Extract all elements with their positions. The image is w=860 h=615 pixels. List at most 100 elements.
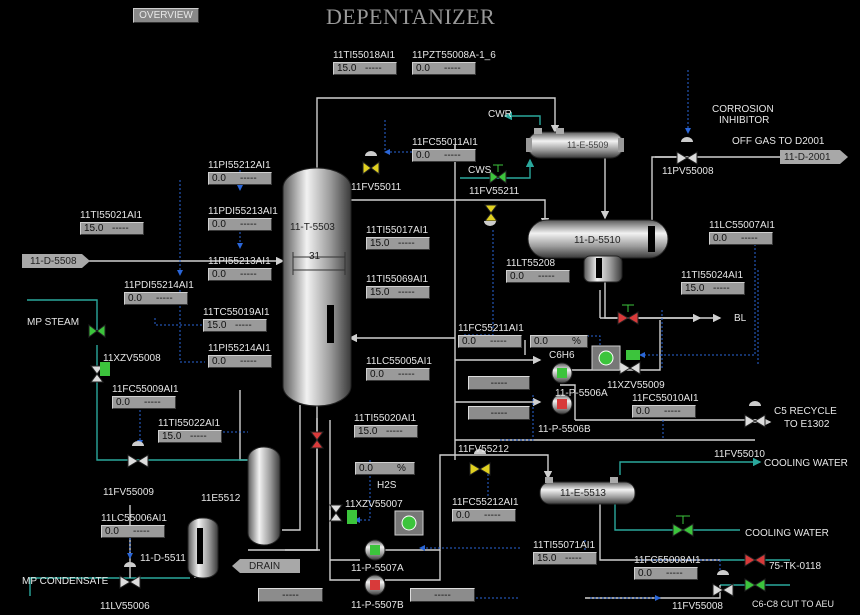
instrument-tag: 11TI55024AI1 xyxy=(681,270,744,281)
h2s-label: H2S xyxy=(377,480,397,491)
tray-label: 31 xyxy=(309,251,321,262)
instrument-value: 15.0 xyxy=(537,553,557,564)
pump-5506a-button[interactable]: ----- xyxy=(468,376,530,390)
offgas-label: OFF GAS TO D2001 xyxy=(732,136,825,147)
instrument-value: 0.0 xyxy=(416,63,430,74)
fv55009-tag[interactable]: 11FV55009 xyxy=(103,487,154,498)
instrument-unit: ----- xyxy=(386,426,403,437)
instrument-tag: 11LT55208 xyxy=(506,258,556,269)
instrument-value-box[interactable]: 15.0----- xyxy=(681,282,745,295)
pump-5506b-tag[interactable]: 11-P-5506B xyxy=(538,424,591,435)
instrument-value-box[interactable]: 0.0----- xyxy=(208,218,272,231)
instrument-value-box[interactable]: 0.0 ----- xyxy=(452,509,516,522)
fv55011-tag[interactable]: 11FV55011 xyxy=(351,182,402,193)
instrument-value-box[interactable]: 0.0----- xyxy=(634,567,698,580)
instrument-value-box[interactable]: 0.0 ----- xyxy=(506,270,570,283)
instrument-value-box[interactable]: 0.0----- xyxy=(208,355,272,368)
instrument-unit: ----- xyxy=(112,223,129,234)
pump-5507a-tag[interactable]: 11-P-5507A xyxy=(351,563,404,574)
instrument-unit: ----- xyxy=(133,526,150,537)
xzv55007-tag[interactable]: 11XZV55007 xyxy=(345,499,403,510)
corrosion-label: CORROSION xyxy=(712,104,774,115)
cws-label: CWS xyxy=(468,165,492,176)
pv55008-tag[interactable]: 11PV55008 xyxy=(662,166,714,177)
drum-5511-label: 11-D-5511 xyxy=(140,553,186,564)
instrument-value-box[interactable]: 0.0----- xyxy=(366,368,430,381)
instrument-value-box[interactable]: 15.0----- xyxy=(333,62,397,75)
instrument-value-box[interactable]: 0.0----- xyxy=(412,149,476,162)
instrument-tag: 11TI55021AI1 xyxy=(80,210,143,221)
instrument-value: 0.0 xyxy=(638,568,652,579)
instrument-tag: 11PZT55008A-1_6 xyxy=(412,50,496,61)
h2s-analyzer[interactable]: 0.0 % xyxy=(355,462,415,475)
instrument-unit: ----- xyxy=(398,369,415,380)
cooling-water-out-label: COOLING WATER xyxy=(764,458,848,469)
instrument-value-box[interactable]: 15.0----- xyxy=(158,430,222,443)
instrument-tag: 11FC55011AI1 xyxy=(412,137,478,148)
instrument-tag: 11PI55212AI1 xyxy=(208,160,271,171)
instrument-tag: 11TI55022AI1 xyxy=(158,418,221,429)
instrument-value-box[interactable]: 15.0----- xyxy=(366,237,430,250)
overview-button[interactable]: OVERVIEW xyxy=(133,8,199,23)
offgas-flag[interactable]: 11-D-2001 xyxy=(784,152,831,163)
pump-5507b-button[interactable]: ----- xyxy=(410,588,475,602)
inhibitor-label: INHIBITOR xyxy=(719,115,770,126)
instrument-value-box[interactable]: 0.0----- xyxy=(632,405,696,418)
instrument-unit: ----- xyxy=(565,553,582,564)
c5-recycle-dest-label: TO E1302 xyxy=(784,419,830,430)
valves[interactable] xyxy=(88,137,766,597)
status-lamps xyxy=(394,345,621,536)
instrument-unit: ----- xyxy=(235,320,252,331)
xzv55008-tag[interactable]: 11XZV55008 xyxy=(103,353,161,364)
cwr-label: CWR xyxy=(488,109,512,120)
instrument-value-box[interactable]: 0.0----- xyxy=(208,268,272,281)
drain-flag[interactable]: DRAIN xyxy=(249,561,281,572)
instrument-value: 0.0 xyxy=(456,510,470,521)
instrument-value-box[interactable]: 15.0----- xyxy=(354,425,418,438)
instrument-tag: 11PI55213AI1 xyxy=(208,256,271,267)
pumps[interactable] xyxy=(364,362,573,596)
mp-condensate-label: MP CONDENSATE xyxy=(22,576,109,587)
lv55006-tag[interactable]: 11LV55006 xyxy=(100,601,150,612)
instrument-value-box[interactable]: 0.0----- xyxy=(208,172,272,185)
instrument-unit: ----- xyxy=(484,510,501,521)
instrument-value-box[interactable]: 15.0 ----- xyxy=(203,319,267,332)
instrument-unit: ----- xyxy=(398,238,415,249)
instrument-value-box[interactable]: 0.0----- xyxy=(112,396,176,409)
fv55211-tag[interactable]: 11FV55211 xyxy=(469,186,520,197)
instrument-value-box[interactable]: 0.0----- xyxy=(124,292,188,305)
instrument-value-box[interactable]: 15.0 ----- xyxy=(80,222,144,235)
xzv55009-tag[interactable]: 11XZV55009 xyxy=(607,380,665,391)
feed-flag[interactable]: 11-D-5508 xyxy=(30,256,77,267)
fv55010-tag[interactable]: 11FV55010 xyxy=(714,449,765,460)
instrument-tag: 11LC55006AI1 xyxy=(101,513,167,524)
pump-5506b-button[interactable]: ----- xyxy=(468,406,530,420)
instrument-value-box[interactable]: 0.0----- xyxy=(412,62,476,75)
instrument-value-box[interactable]: 15.0 ----- xyxy=(533,552,597,565)
fv55212-tag[interactable]: 11FV55212 xyxy=(458,444,509,455)
instrument-value: 0.0 xyxy=(462,336,476,347)
bl-label: BL xyxy=(734,313,747,324)
instrument-tag: 11FC55010AI1 xyxy=(632,393,699,404)
fv55008-tag[interactable]: 11FV55008 xyxy=(672,601,723,612)
instrument-value-box[interactable]: 15.0----- xyxy=(366,286,430,299)
instrument-unit: ----- xyxy=(398,287,415,298)
instrument-value-box[interactable]: 0.0----- xyxy=(709,232,773,245)
instrument-unit: ----- xyxy=(365,63,382,74)
instrument-value: 15.0 xyxy=(84,223,104,234)
pump-5506a-tag[interactable]: 11-P-5506A xyxy=(555,388,608,399)
instrument-tag: 11TI55020AI1 xyxy=(354,413,417,424)
reboiler-label: 11E5512 xyxy=(201,493,241,504)
instrument-value-box[interactable]: 0.0----- xyxy=(101,525,165,538)
c6h6-analyzer[interactable]: 0.0 % xyxy=(530,335,588,348)
instrument-value: 0.0 xyxy=(212,219,226,230)
instrument-value-box[interactable]: 0.0----- xyxy=(458,335,522,348)
instrument-tag: 11FC55008AI1 xyxy=(634,555,701,566)
instrument-unit: ----- xyxy=(538,271,555,282)
instrument-value: 15.0 xyxy=(207,320,227,331)
pump-5507b-tag[interactable]: 11-P-5507B xyxy=(351,600,404,611)
instrument-value: 0.0 xyxy=(510,271,524,282)
pump-5507a-button[interactable]: ----- xyxy=(258,588,323,602)
instrument-value: 15.0 xyxy=(162,431,182,442)
instrument-value: 0.0 xyxy=(713,233,727,244)
